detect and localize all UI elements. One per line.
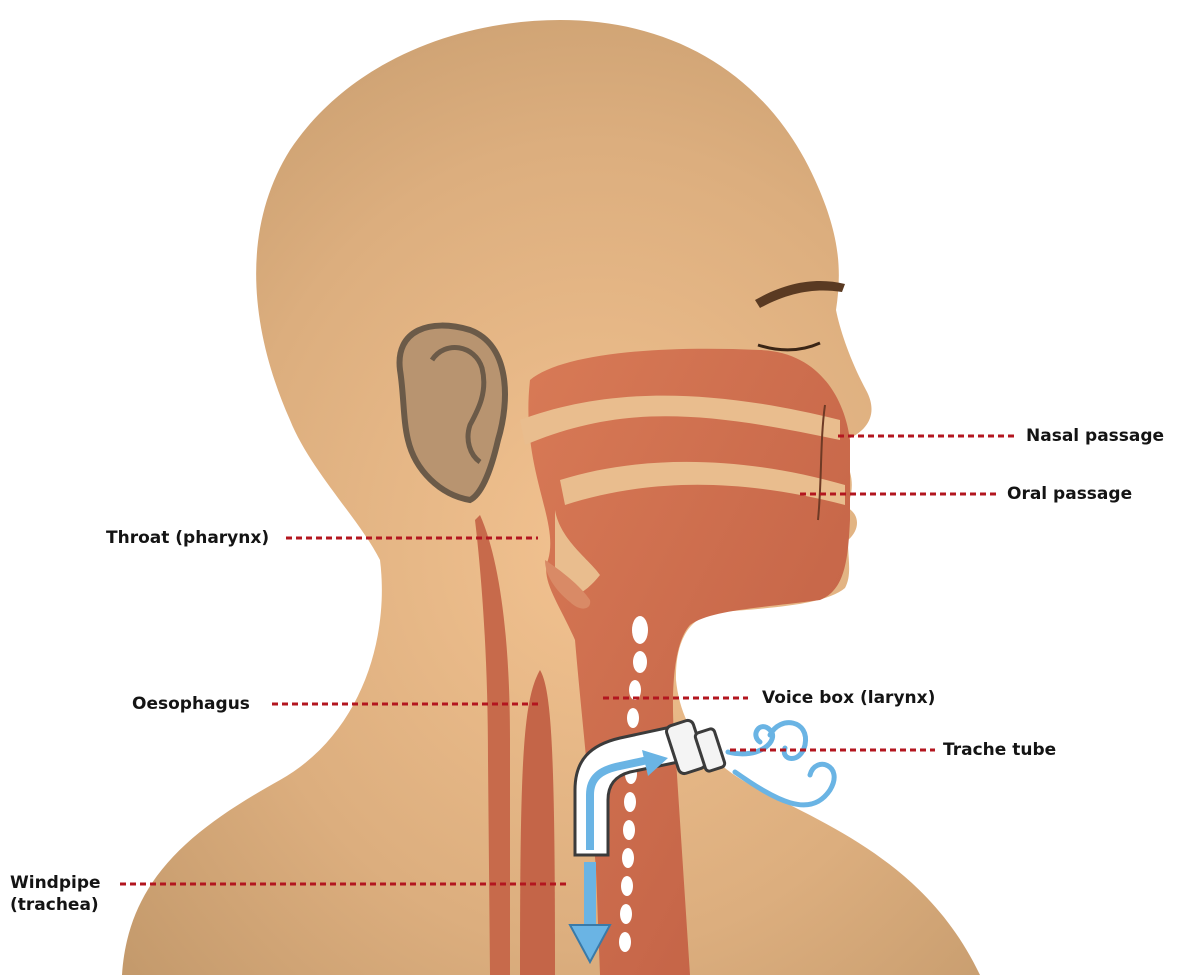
label-windpipe: Windpipe (trachea) xyxy=(10,872,101,916)
label-windpipe-line2: (trachea) xyxy=(10,894,101,916)
label-windpipe-line1: Windpipe xyxy=(10,872,101,894)
label-oral-passage: Oral passage xyxy=(1007,483,1132,505)
label-throat: Throat (pharynx) xyxy=(106,527,269,549)
label-voice-box: Voice box (larynx) xyxy=(762,687,935,709)
label-trache-tube: Trache tube xyxy=(943,739,1056,761)
label-nasal-passage: Nasal passage xyxy=(1026,425,1164,447)
label-oesophagus: Oesophagus xyxy=(132,693,250,715)
